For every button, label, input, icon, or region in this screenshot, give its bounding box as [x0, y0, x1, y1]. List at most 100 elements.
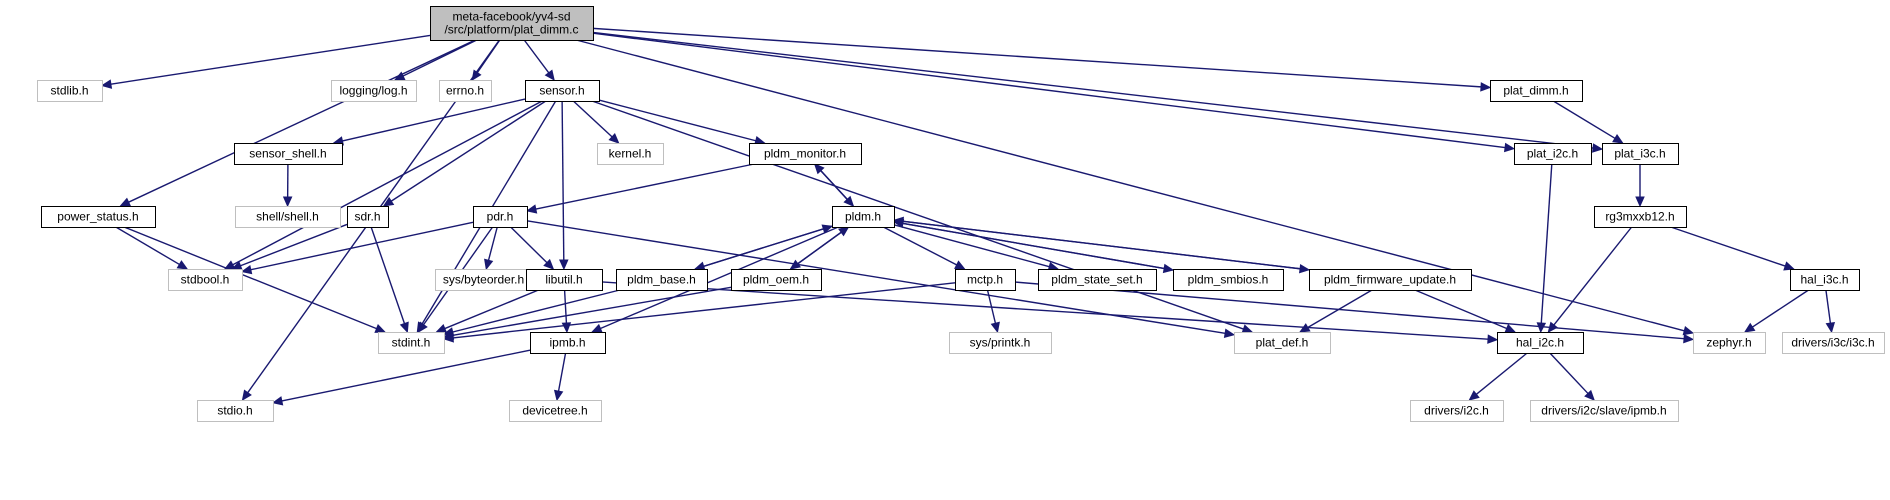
- node-shell[interactable]: shell/shell.h: [235, 206, 341, 228]
- edge-pldm_base-to-stdint: [452, 289, 620, 333]
- node-box: [168, 269, 243, 291]
- node-ipmb[interactable]: ipmb.h: [530, 332, 606, 354]
- edge-rg3mxxb12-to-hal_i3c: [1670, 226, 1786, 267]
- node-sensor[interactable]: sensor.h: [525, 80, 600, 102]
- node-errno[interactable]: errno.h: [439, 80, 492, 102]
- node-pdr[interactable]: pdr.h: [473, 206, 528, 228]
- edge-root-to-plat_i2c: [592, 32, 1506, 149]
- node-drivers-ipmb[interactable]: drivers/i2c/slave/ipmb.h: [1530, 400, 1679, 422]
- edge-pldm_smbios-to-pldm: [902, 222, 1174, 271]
- node-pldm[interactable]: pldm.h: [832, 206, 895, 228]
- edge-rg3mxxb12-to-hal_i2c: [1553, 226, 1633, 326]
- edge-plat_i2c-to-hal_i2c: [1540, 163, 1553, 324]
- node-pldm-oem[interactable]: pldm_oem.h: [731, 269, 822, 291]
- node-pldm-monitor[interactable]: pldm_monitor.h: [749, 143, 862, 165]
- node-logging[interactable]: logging/log.h: [331, 80, 417, 102]
- node-root[interactable]: meta-facebook/yv4-sd/src/platform/plat_d…: [430, 6, 594, 41]
- node-plat-i3c[interactable]: plat_i3c.h: [1602, 143, 1679, 165]
- node-sensor-shell[interactable]: sensor_shell.h: [234, 143, 343, 165]
- node-box: [1790, 269, 1860, 291]
- node-label: kernel.h: [609, 147, 652, 161]
- edge-pldm-to-pldm_state_set: [893, 224, 1050, 268]
- node-box: [1038, 269, 1157, 291]
- edge-pldm_firmware_update-to-pldm: [902, 220, 1310, 271]
- node-zephyr[interactable]: zephyr.h: [1693, 332, 1766, 354]
- node-pldm-smbios[interactable]: pldm_smbios.h: [1173, 269, 1284, 291]
- edge-pldm_monitor-to-pdr: [535, 163, 755, 210]
- arrowhead-mctp-to-zephyr: [1683, 333, 1695, 344]
- arrowhead-libutil-to-stdint: [435, 323, 448, 333]
- edge-hal_i2c-to-drivers_i2c: [1475, 352, 1528, 395]
- node-label: drivers/i3c/i3c.h: [1791, 336, 1874, 350]
- node-label: power_status.h: [57, 210, 138, 224]
- edge-sensor-to-sdr: [390, 100, 547, 202]
- node-label: pldm_state_set.h: [1051, 273, 1142, 287]
- edge-libutil-to-stdint: [444, 289, 539, 330]
- arrowhead-root-to-plat_i3c: [1592, 143, 1604, 153]
- node-drivers-i2c[interactable]: drivers/i2c.h: [1410, 400, 1504, 422]
- arrowhead-ipmb-to-devicetree: [553, 389, 564, 402]
- node-box: [731, 269, 822, 291]
- node-pldm-base[interactable]: pldm_base.h: [616, 269, 708, 291]
- node-label: sdr.h: [354, 210, 380, 224]
- edge-ipmb-to-devicetree: [557, 352, 567, 392]
- graph-edges: [100, 27, 1836, 406]
- node-mctp[interactable]: mctp.h: [955, 269, 1016, 291]
- arrowhead-root-to-plat_i2c: [1503, 142, 1516, 153]
- node-plat-def[interactable]: plat_def.h: [1234, 332, 1331, 354]
- edge-sdr-to-stdbool: [240, 223, 348, 267]
- arrowhead-root-to-plat_dimm_h: [1480, 82, 1492, 92]
- node-devicetree[interactable]: devicetree.h: [509, 400, 602, 422]
- node-label: pldm.h: [845, 210, 881, 224]
- arrowhead-pldm_oem-to-pldm: [838, 226, 850, 237]
- arrowhead-sdr-to-stdint: [399, 321, 409, 334]
- node-label: ipmb.h: [549, 336, 585, 350]
- node-box: [955, 269, 1016, 291]
- node-label: drivers/i2c.h: [1424, 404, 1489, 418]
- node-box: [949, 332, 1052, 354]
- node-hal-i3c[interactable]: hal_i3c.h: [1790, 269, 1860, 291]
- node-box: [1693, 332, 1766, 354]
- arrowhead-pdr-to-byteorder: [484, 258, 494, 271]
- node-label: stdint.h: [392, 336, 431, 350]
- node-kernel[interactable]: kernel.h: [597, 143, 664, 165]
- node-hal-i2c[interactable]: hal_i2c.h: [1497, 332, 1584, 354]
- node-label: sensor_shell.h: [249, 147, 326, 161]
- node-plat-dimm-h[interactable]: plat_dimm.h: [1490, 80, 1583, 102]
- node-pldm-firmware-update[interactable]: pldm_firmware_update.h: [1309, 269, 1472, 291]
- node-libutil[interactable]: libutil.h: [526, 269, 603, 291]
- arrowhead-pdr-to-stdint: [417, 321, 428, 334]
- arrowhead-root-to-power_status: [119, 197, 132, 207]
- node-drivers-i3c[interactable]: drivers/i3c/i3c.h: [1782, 332, 1885, 354]
- node-box: [37, 80, 103, 102]
- edge-pldm_firmware_update-to-plat_def: [1307, 289, 1373, 329]
- arrowhead-sensor-to-stdbool: [223, 260, 236, 270]
- node-label: pldm_monitor.h: [764, 147, 846, 161]
- node-box: [41, 206, 156, 228]
- edge-hal_i2c-to-drivers_ipmb: [1549, 352, 1589, 394]
- node-plat-i2c[interactable]: plat_i2c.h: [1514, 143, 1592, 165]
- edge-root-to-logging: [402, 39, 478, 77]
- arrowhead-pldm-to-mctp: [954, 260, 966, 270]
- node-stdlib[interactable]: stdlib.h: [37, 80, 103, 102]
- node-pldm-state-set[interactable]: pldm_state_set.h: [1038, 269, 1157, 291]
- node-label: stdlib.h: [50, 84, 88, 98]
- arrowhead-root-to-zephyr: [1682, 326, 1695, 336]
- node-label: pldm_firmware_update.h: [1324, 273, 1456, 287]
- arrowhead-sensor-to-kernel: [608, 133, 620, 144]
- node-box: [235, 206, 341, 228]
- node-printk[interactable]: sys/printk.h: [949, 332, 1052, 354]
- node-byteorder[interactable]: sys/byteorder.h: [435, 269, 533, 291]
- node-rg3mxxb12[interactable]: rg3mxxb12.h: [1594, 206, 1687, 228]
- node-stdint[interactable]: stdint.h: [378, 332, 445, 354]
- arrowhead-hal_i2c-to-drivers_ipmb: [1584, 389, 1595, 401]
- node-label: /src/platform/plat_dimm.c: [444, 23, 578, 37]
- arrowhead-hal_i3c-to-zephyr: [1743, 322, 1756, 333]
- edge-pldm_oem-to-stdint: [452, 286, 732, 336]
- node-stdbool[interactable]: stdbool.h: [168, 269, 243, 291]
- node-power-status[interactable]: power_status.h: [41, 206, 156, 228]
- node-sdr[interactable]: sdr.h: [347, 206, 389, 228]
- node-box: [509, 400, 602, 422]
- node-stdio[interactable]: stdio.h: [197, 400, 274, 422]
- node-box: [1514, 143, 1592, 165]
